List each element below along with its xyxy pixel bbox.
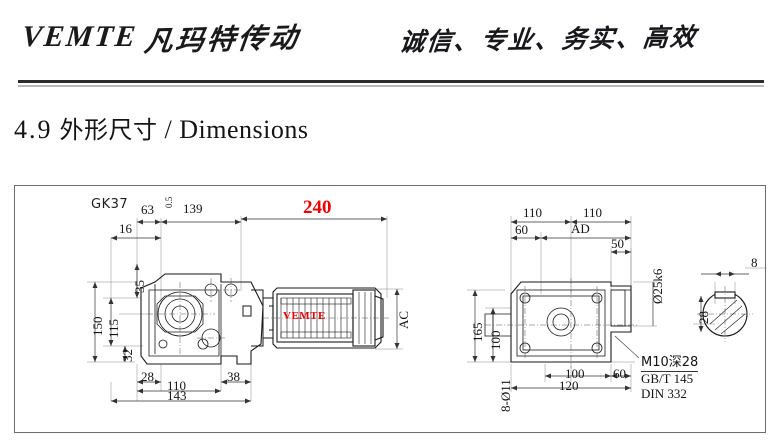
front-dim-16: 16	[119, 221, 132, 236]
section-title-cn: 外形尺寸	[59, 116, 158, 144]
front-dim-38: 38	[227, 369, 240, 384]
section-title-en: Dimensions	[179, 115, 309, 144]
front-dim-115: 115	[106, 318, 121, 338]
note-m10: M10深28	[641, 355, 699, 372]
side-dim-165: 165	[470, 322, 485, 343]
side-hole-callout: 8-Ø11	[498, 379, 513, 412]
note-din332: DIN 332	[641, 386, 687, 401]
header-rule-dark	[18, 80, 764, 83]
side-shaft-dim: Ø25k6	[650, 268, 665, 304]
side-dim-50: 50	[611, 236, 624, 251]
front-dim-0-5: 0.5	[164, 196, 174, 208]
dimension-drawing-frame: GK37 63 0.5 139 240 16 35 150 115 32 28 …	[14, 185, 767, 433]
front-dim-63: 63	[141, 202, 154, 217]
front-dim-32: 32	[120, 349, 135, 362]
page-header: VEMTE 凡玛特传动 诚信、专业、务实、高效	[0, 0, 782, 92]
side-dim-60-bottom: 60	[613, 366, 626, 381]
front-dim-240: 240	[303, 197, 332, 218]
header-rule-light	[18, 85, 764, 87]
side-dim-120: 120	[559, 378, 579, 393]
company-slogan: 诚信、专业、务实、高效	[398, 22, 699, 57]
technical-drawing-canvas	[87, 216, 767, 404]
model-label: GK37	[91, 197, 129, 212]
side-dim-110-left: 110	[523, 205, 543, 220]
company-logo-latin: VEMTE	[20, 20, 139, 53]
section-separator: /	[164, 115, 173, 144]
motor-brand-label: VEMTE	[283, 310, 326, 322]
detail-dim-8: 8	[751, 255, 758, 270]
front-dim-150: 150	[90, 316, 105, 337]
front-dim-28: 28	[141, 369, 154, 384]
detail-dim-28: 28	[696, 311, 711, 324]
side-dim-60: 60	[515, 222, 528, 237]
front-dim-AC: AC	[396, 310, 411, 329]
side-dim-110-right: 110	[583, 205, 603, 220]
front-dim-110: 110	[167, 378, 187, 393]
front-dim-143: 143	[167, 388, 187, 403]
side-dim-AD: AD	[571, 221, 590, 236]
company-logo-chinese: 凡玛特传动	[142, 20, 302, 59]
section-number: 4.9	[14, 115, 53, 144]
page-title: 4.9 外形尺寸 / Dimensions	[14, 110, 308, 145]
note-gbt145: GB/T 145	[641, 371, 694, 386]
front-dim-35: 35	[132, 280, 147, 293]
front-dim-139: 139	[183, 201, 203, 216]
side-dim-100: 100	[565, 366, 585, 381]
side-dim-100-vert: 100	[488, 330, 503, 351]
